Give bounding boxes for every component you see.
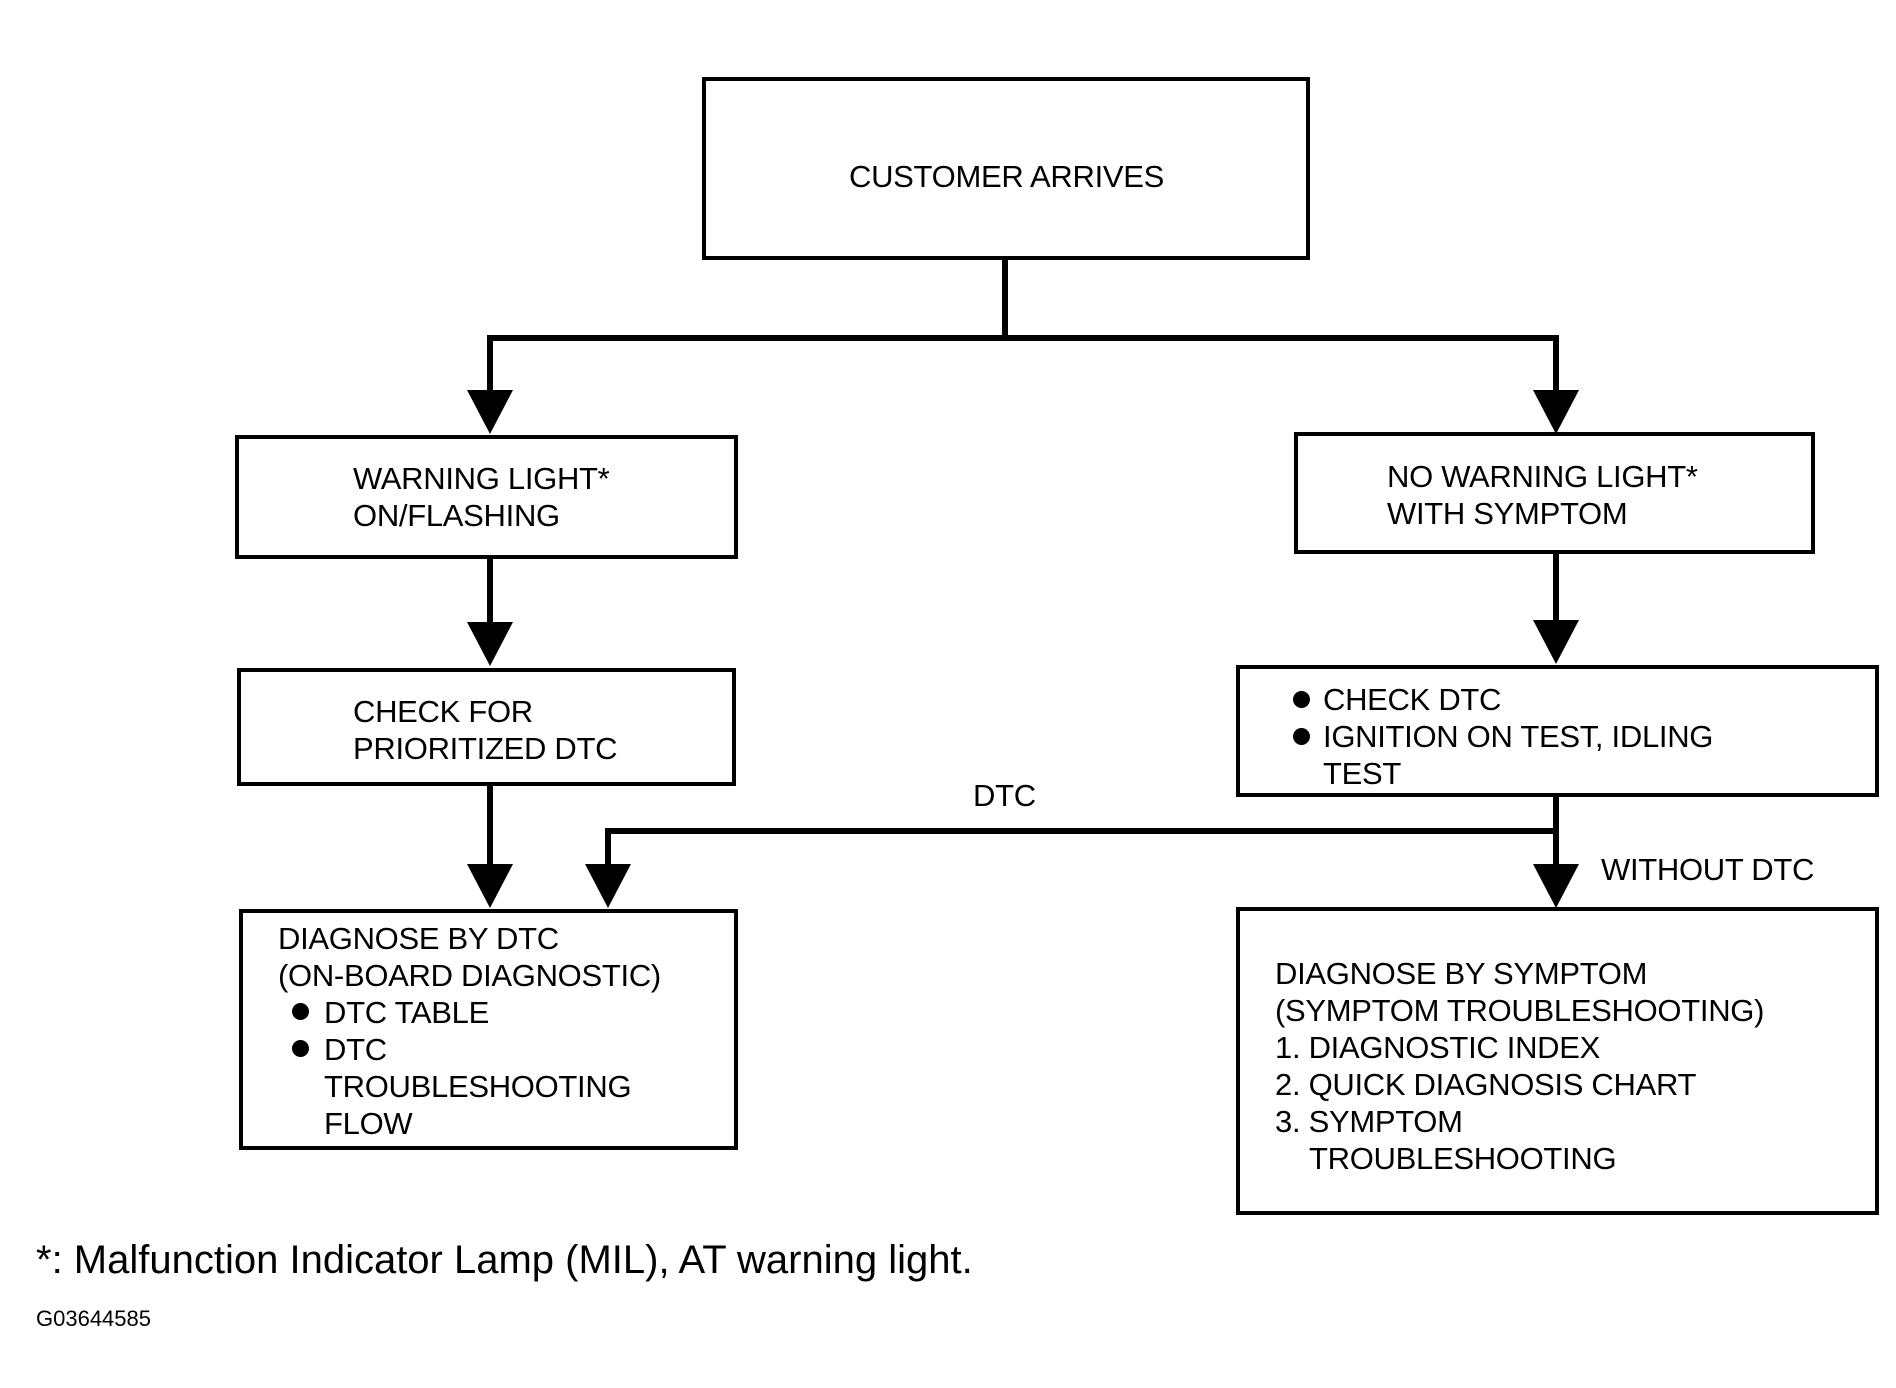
arrowhead-dtc-branch	[585, 864, 631, 908]
diagnose-dtc-title-2: (ON-BOARD DIAGNOSTIC)	[278, 958, 661, 993]
diagnose-symptom-item-1: 1. DIAGNOSTIC INDEX	[1275, 1030, 1601, 1065]
bullet-icon	[1293, 728, 1310, 745]
arrowhead-check-for	[467, 622, 513, 666]
warning-light-line-1: WARNING LIGHT*	[353, 461, 610, 496]
figure-code: G03644585	[36, 1306, 151, 1331]
check-dtc-item-1: CHECK DTC	[1323, 682, 1502, 717]
check-dtc-item-2-line-2: TEST	[1323, 756, 1402, 791]
arrowhead-diagnose-symptom	[1533, 864, 1579, 908]
diagnose-symptom-item-3: 3. SYMPTOM	[1275, 1104, 1463, 1139]
diagnose-symptom-item-2: 2. QUICK DIAGNOSIS CHART	[1275, 1067, 1697, 1102]
footnote: *: Malfunction Indicator Lamp (MIL), AT …	[36, 1238, 973, 1282]
diagnose-dtc-bullet-2-line-3: FLOW	[324, 1106, 413, 1141]
diagnose-symptom-title-2: (SYMPTOM TROUBLESHOOTING)	[1275, 993, 1765, 1028]
check-prioritized-line-2: PRIORITIZED DTC	[353, 731, 618, 766]
diagnose-dtc-bullet-2-line-2: TROUBLESHOOTING	[324, 1069, 632, 1104]
start-label: CUSTOMER ARRIVES	[849, 159, 1165, 194]
warning-light-box	[235, 435, 738, 559]
check-prioritized-dtc-box	[237, 668, 736, 786]
no-warning-light-box	[1294, 432, 1815, 554]
no-warning-light-line-1: NO WARNING LIGHT*	[1387, 459, 1698, 494]
no-warning-light-line-2: WITH SYMPTOM	[1387, 496, 1628, 531]
bullet-icon	[292, 1003, 309, 1020]
diagnose-dtc-title-1: DIAGNOSE BY DTC	[278, 921, 559, 956]
check-prioritized-line-1: CHECK FOR	[353, 694, 533, 729]
edge-label-without-dtc: WITHOUT DTC	[1601, 852, 1815, 887]
arrowhead-diagnose-dtc	[467, 864, 513, 908]
arrowhead-warning-light	[467, 390, 513, 434]
start-box	[702, 77, 1310, 260]
check-dtc-item-2-line-1: IGNITION ON TEST, IDLING	[1323, 719, 1714, 754]
check-dtc-box	[1236, 665, 1879, 797]
diagnose-by-symptom-box	[1236, 907, 1879, 1215]
bullet-icon	[292, 1040, 309, 1057]
edge-label-dtc: DTC	[973, 778, 1036, 813]
warning-light-line-2: ON/FLASHING	[353, 498, 560, 533]
diagnose-dtc-bullet-2-line-1: DTC	[324, 1032, 387, 1067]
diagnose-dtc-bullet-1: DTC TABLE	[324, 995, 489, 1030]
bullet-icon	[1293, 691, 1310, 708]
diagnose-by-dtc-box	[239, 909, 738, 1150]
arrowhead-check-dtc	[1533, 620, 1579, 664]
diagnose-symptom-title-1: DIAGNOSE BY SYMPTOM	[1275, 956, 1648, 991]
arrowhead-no-warning-light	[1533, 390, 1579, 434]
diagnose-symptom-item-3-cont: TROUBLESHOOTING	[1309, 1141, 1617, 1176]
